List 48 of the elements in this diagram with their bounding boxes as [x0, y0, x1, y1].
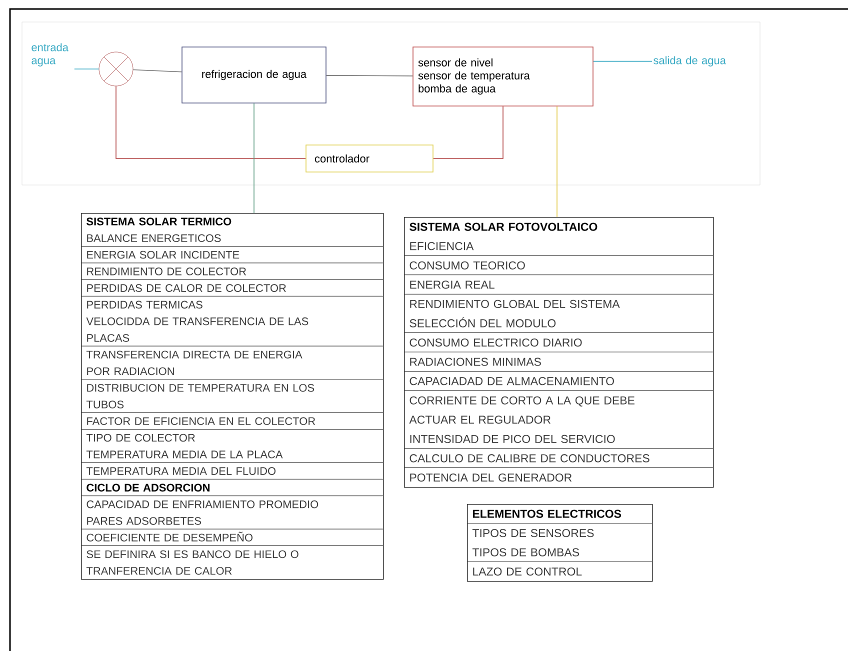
list-item: DISTRIBUCION DE TEMPERATURA EN LOS TUBOS — [86, 384, 314, 408]
list-item: CONSUMO TEORICO — [410, 261, 525, 270]
list-item: BALANCE ENERGETICOS — [87, 234, 221, 242]
list-item: CALCULO DE CALIBRE DE CONDUCTORES — [410, 454, 650, 462]
table-heading: SISTEMA SOLAR TERMICO — [86, 218, 232, 226]
list-item: TIPO DE COLECTOR — [86, 434, 195, 442]
list-item: SELECCIÓN DEL MODULO — [410, 317, 556, 328]
list-item: TEMPERATURA MEDIA DEL FLUIDO — [86, 467, 276, 475]
list-item: ENERGIA SOLAR INCIDENTE — [87, 250, 240, 259]
summing-junction — [98, 52, 134, 86]
list-item: PARES ADSORBETES — [87, 517, 201, 525]
list-item: POTENCIA DEL GENERADOR — [410, 473, 572, 482]
flow-label: entrada agua — [32, 43, 68, 66]
connector-line — [74, 68, 100, 70]
list-item: SE DEFINIRA SI ES BANCO DE HIELO O TRANFERENCIA DE CALOR — [86, 550, 298, 575]
list-item: COEFICIENTE DE DESEMPEÑO — [86, 532, 253, 542]
connector-line — [593, 60, 652, 62]
list-item: CONSUMO ELECTRICO DIARIO — [410, 338, 582, 347]
list-item: ENERGIA REAL — [410, 280, 494, 289]
list-item: TRANSFERENCIA DIRECTA DE ENERGIA POR RADIACION — [86, 350, 302, 376]
list-item: TIPOS DE BOMBAS — [472, 548, 580, 556]
connector-line — [132, 69, 182, 72]
list-item: RENDIMIENTO GLOBAL DEL SISTEMA — [410, 300, 620, 308]
list-item: CAPACIADAD DE ALMACENAMIENTO — [410, 377, 614, 386]
list-item: PERDIDAS TERMICAS — [87, 300, 202, 309]
table-heading: CICLO DE ADSORCION — [86, 484, 210, 492]
list-item: CAPACIDAD DE ENFRIAMIENTO PROMEDIO — [86, 500, 318, 508]
connector-line — [326, 75, 413, 76]
list-item: RADIACIONES MINIMAS — [410, 358, 541, 366]
process-box: controlador — [306, 144, 434, 172]
list-item: FACTOR DE EFICIENCIA EN EL COLECTOR — [87, 417, 316, 426]
list-item: INTENSIDAD DE PICO DEL SERVICIO — [410, 434, 615, 444]
table-heading: ELEMENTOS ELECTRICOS — [472, 510, 622, 518]
list-item: TEMPERATURA MEDIA DE LA PLACA — [86, 450, 283, 458]
table-heading: SISTEMA SOLAR FOTOVOLTAICO — [410, 222, 598, 231]
list-item: EFICIENCIA — [410, 242, 474, 250]
list-item: CORRIENTE DE CORTO A LA QUE DEBE ACTUAR EL REGULADOR — [409, 396, 634, 424]
process-box: refrigeracion de agua — [182, 46, 326, 104]
list-item: LAZO DE CONTROL — [473, 568, 582, 576]
connector-line — [116, 86, 306, 159]
connector-line — [556, 106, 558, 218]
list-item: RENDIMIENTO DE COLECTOR — [87, 268, 246, 276]
list-item: TIPOS DE SENSORES — [472, 529, 594, 538]
list-item: PERDIDAS DE CALOR DE COLECTOR — [87, 284, 286, 292]
flow-label: salida de agua — [654, 56, 726, 66]
process-box: sensor de nivel sensor de temperatura bomba de agua — [412, 46, 594, 106]
connector-line — [433, 106, 504, 159]
list-item: VELOCIDDA DE TRANSFERENCIA DE LAS PLACAS — [86, 317, 308, 342]
